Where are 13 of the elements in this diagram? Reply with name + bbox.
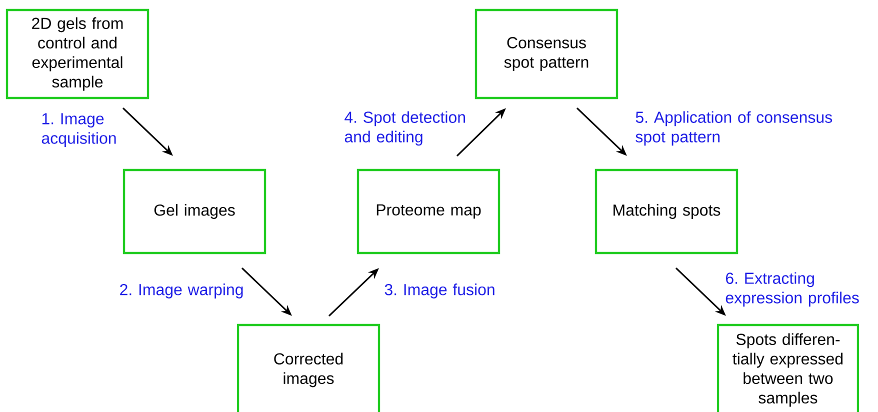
edge-label: 4. Spot detection and editing	[344, 111, 465, 146]
process-box: 2D gels from control and experimental sample	[6, 8, 150, 100]
process-box: Proteome map	[356, 168, 500, 254]
edge-label: 3. Image fusion	[384, 284, 494, 298]
process-box: Gel images	[122, 168, 266, 254]
process-box: Matching spots	[594, 168, 738, 254]
edge-label: 1. Image acquisition	[42, 113, 116, 148]
process-box: Spots differen-tially expressed between two samples	[716, 324, 860, 412]
process-box: Consensus spot pattern	[474, 8, 618, 100]
process-box: Corrected images	[236, 324, 380, 412]
edge-label: 5. Application of consensus spot pattern	[636, 111, 832, 146]
edge-label: 2. Image warping	[120, 284, 243, 298]
edge-label: 6. Extracting expression profiles	[726, 272, 859, 307]
